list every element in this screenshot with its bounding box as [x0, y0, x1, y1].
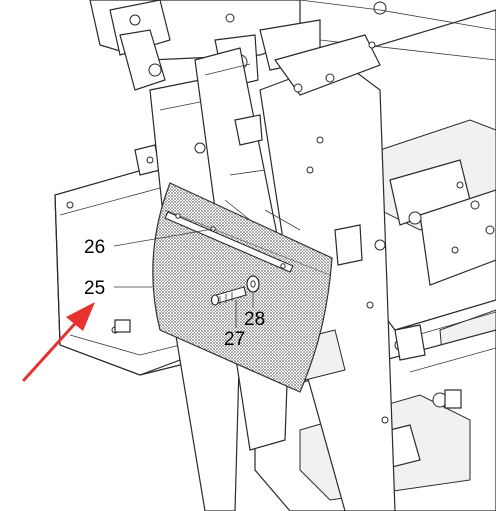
rivet-icon — [485, 225, 495, 235]
callout-28: 28 — [244, 309, 265, 330]
nut-icon — [373, 1, 387, 15]
bolt-27 — [210, 286, 247, 306]
knob-icon — [374, 239, 386, 251]
rivet-icon — [408, 211, 422, 225]
callout-26: 26 — [84, 237, 105, 258]
leader-lines — [113, 228, 254, 328]
callout-25: 25 — [84, 278, 105, 299]
red-arrow-icon — [22, 302, 95, 382]
rivet-icon — [470, 200, 480, 210]
callout-27: 27 — [224, 329, 245, 350]
washer-28 — [246, 275, 260, 293]
knob-icon — [194, 142, 206, 154]
upper-frame — [89, 0, 496, 91]
